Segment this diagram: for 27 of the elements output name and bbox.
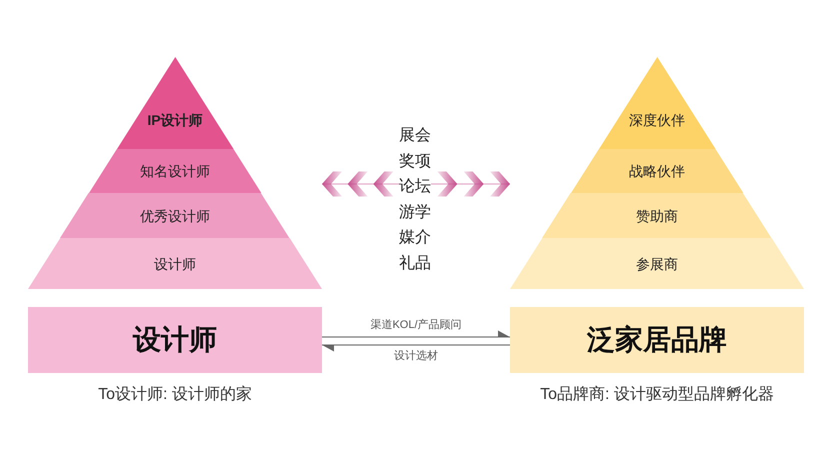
box-caption: To品牌商: 设计驱动型品牌孵化器 (540, 385, 774, 405)
category-box: 泛家居品牌 (510, 307, 804, 373)
arrow (322, 344, 510, 352)
pyramid-tier (598, 57, 716, 149)
pyramid-tier (510, 238, 804, 289)
tier-label: 赞助商 (636, 206, 678, 224)
tier-label: 参展商 (636, 254, 678, 272)
tier-label: 知名设计师 (140, 162, 210, 180)
pyramid-tier (542, 193, 772, 238)
pyramid (510, 57, 804, 289)
arrow (322, 330, 510, 338)
pyramid-tier (570, 149, 744, 193)
tier-label: IP设计师 (147, 111, 203, 129)
tier-label: 战略伙伴 (628, 162, 685, 180)
pyramid-tier (88, 149, 262, 193)
category-box: 设计师 (28, 307, 322, 373)
tier-label: 设计师 (154, 254, 196, 272)
box-caption: To设计师: 设计师的家 (98, 385, 252, 405)
pyramid-tier (116, 57, 234, 149)
pyramid-tier (28, 238, 322, 289)
pyramid (28, 57, 322, 289)
edge-label: 渠道KOL/产品顾问 (370, 319, 462, 332)
topic-list: 展会 奖项 论坛 游学 媒介 礼品 (399, 123, 431, 277)
tier-label: 深度伙伴 (628, 111, 685, 129)
tier-label: 优秀设计师 (140, 206, 210, 224)
edge-label: 设计选材 (394, 350, 438, 363)
pyramid-tier (60, 193, 290, 238)
